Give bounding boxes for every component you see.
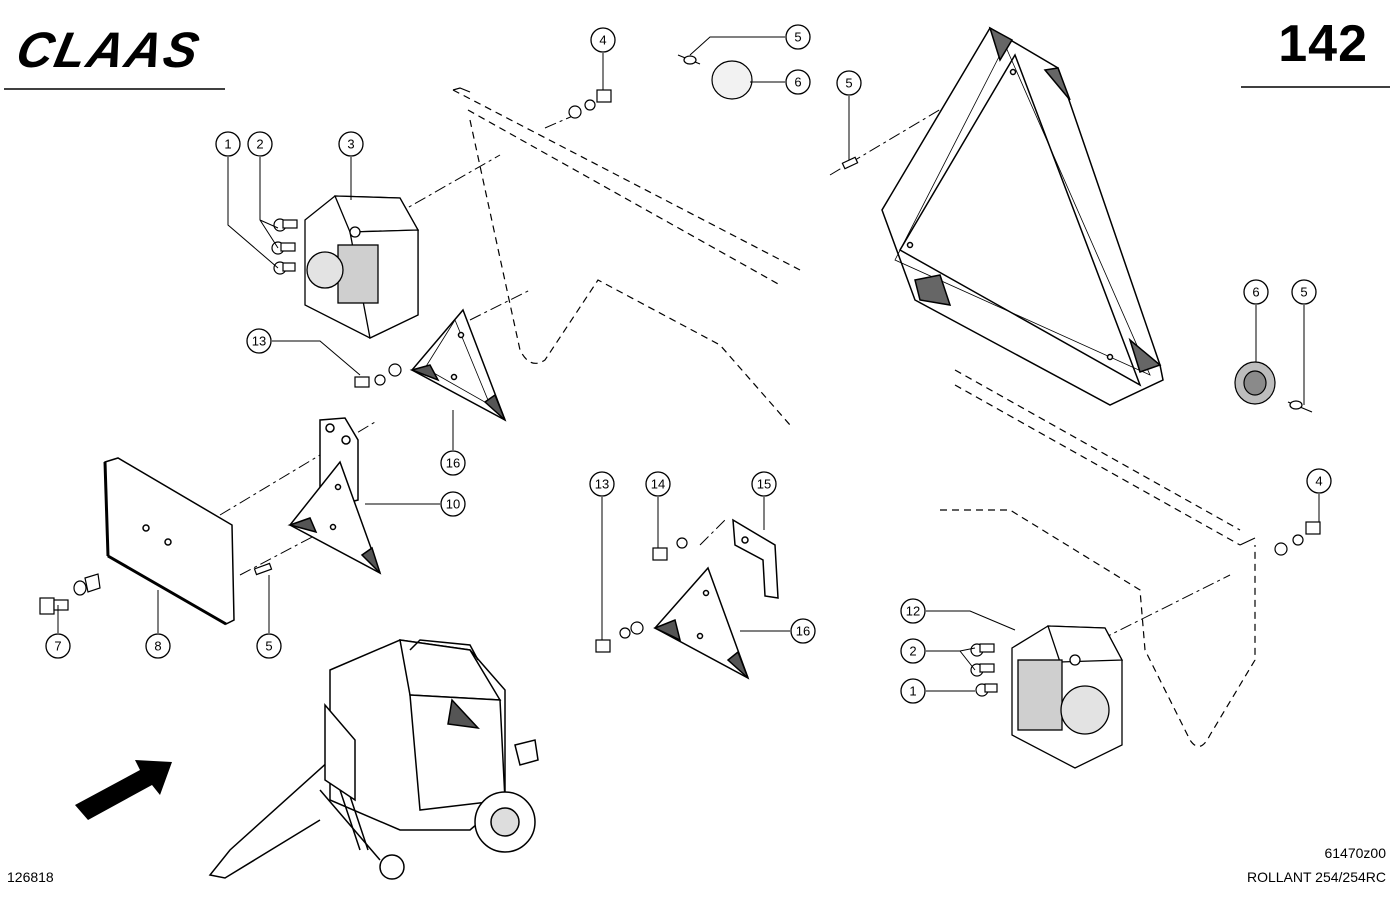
callout: 5 (256, 633, 282, 659)
brand-logo-text: CLAAS (12, 22, 206, 78)
screws-right (970, 643, 998, 697)
callout: 8 (145, 633, 171, 659)
callout: 3 (338, 131, 364, 157)
frame-corner-marks (452, 87, 1256, 546)
svg-text:5: 5 (794, 30, 801, 45)
rear-light-right (1011, 625, 1124, 769)
svg-text:10: 10 (446, 497, 460, 512)
callout: 14 (645, 471, 671, 497)
callout: 4 (1306, 468, 1332, 494)
callout: 12 (900, 598, 926, 624)
drawing-code: 61470z00 (1324, 845, 1386, 861)
svg-text:5: 5 (1300, 285, 1307, 300)
callout: 16 (790, 618, 816, 644)
svg-text:4: 4 (599, 33, 606, 48)
model-name: ROLLANT 254/254RC (1246, 869, 1386, 885)
bolt-7 (39, 573, 101, 615)
rivet-5-smv (841, 156, 859, 170)
svg-text:13: 13 (252, 334, 266, 349)
page-number: 142 (1278, 15, 1368, 73)
svg-text:1: 1 (224, 137, 231, 152)
callout: 6 (1243, 279, 1269, 305)
callout: 13 (246, 328, 272, 354)
callout: 7 (45, 633, 71, 659)
svg-text:4: 4 (1315, 474, 1322, 489)
bolt-13-upper (354, 363, 402, 388)
callout: 2 (900, 638, 926, 664)
svg-text:14: 14 (651, 477, 665, 492)
sheet-code: 126818 (7, 869, 54, 885)
svg-text:15: 15 (757, 477, 771, 492)
bolt-4-upper (568, 89, 612, 119)
slow-moving-vehicle-sign (881, 26, 1164, 406)
reflector-disc-upper (677, 54, 753, 100)
callout: 5 (1291, 279, 1317, 305)
svg-text:13: 13 (595, 477, 609, 492)
svg-text:6: 6 (1252, 285, 1259, 300)
reflector-bracket-10 (287, 417, 382, 575)
svg-text:1: 1 (909, 684, 916, 699)
svg-text:5: 5 (265, 639, 272, 654)
callout: 13 (589, 471, 615, 497)
callout: 5 (785, 24, 811, 50)
callout-leaders (57, 36, 1320, 692)
reflector-triangle-upper (409, 308, 507, 422)
svg-text:8: 8 (154, 639, 161, 654)
direction-arrow-icon (75, 760, 172, 820)
rear-light-left (304, 195, 420, 339)
svg-text:16: 16 (446, 456, 460, 471)
callout: 10 (440, 491, 466, 517)
reflector-disc-right (1234, 361, 1313, 413)
callout: 1 (900, 678, 926, 704)
svg-text:2: 2 (909, 644, 916, 659)
callout: 1 (215, 131, 241, 157)
baler-overview (208, 639, 539, 880)
svg-text:3: 3 (347, 137, 354, 152)
svg-text:12: 12 (906, 604, 920, 619)
reflector-bracket-15 (732, 518, 779, 599)
bolt-13-14-middle (595, 537, 688, 653)
bolt-4-right (1274, 521, 1321, 556)
license-plate-8 (103, 457, 235, 626)
callouts: 1 2 3 13 16 10 7 8 5 4 5 6 5 13 14 15 16… (45, 24, 1332, 704)
brand-logo: CLAAS (12, 22, 206, 78)
callout: 16 (440, 450, 466, 476)
svg-text:5: 5 (845, 76, 852, 91)
svg-text:7: 7 (54, 639, 61, 654)
callout: 5 (836, 70, 862, 96)
frame-outline (452, 89, 1256, 747)
reflector-triangle-lower (653, 566, 750, 680)
svg-text:6: 6 (794, 75, 801, 90)
callout: 4 (590, 27, 616, 53)
callout: 15 (751, 471, 777, 497)
callout: 6 (785, 69, 811, 95)
rivet-5-lower (253, 562, 273, 576)
callout: 2 (247, 131, 273, 157)
svg-text:2: 2 (256, 137, 263, 152)
svg-text:16: 16 (796, 624, 810, 639)
